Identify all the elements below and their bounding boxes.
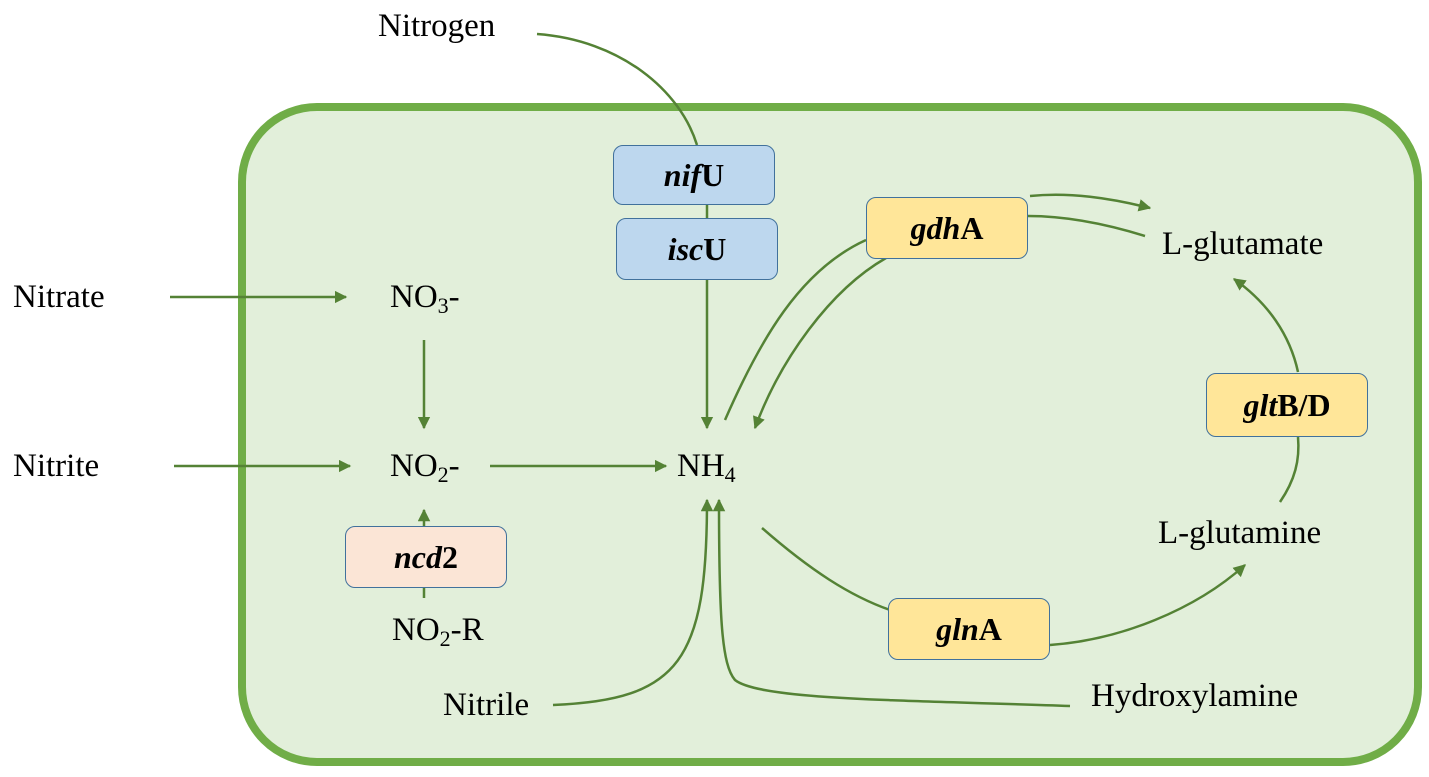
label-l-glutamine: L-glutamine <box>1158 515 1322 551</box>
label-nitrate: Nitrate <box>13 279 105 315</box>
gltbd-italic: glt <box>1243 386 1278 423</box>
nh4-base: NH <box>677 448 725 484</box>
no3-suffix: - <box>448 279 460 315</box>
arrow-nh4-to-gdha <box>723 238 867 421</box>
label-no2: NO2- <box>390 448 460 486</box>
arrow-nh4-to-glna <box>761 527 891 612</box>
nifu-plain: U <box>701 156 725 193</box>
no2r-suffix: -R <box>450 612 484 648</box>
arrow-gltbd-to-glutamate <box>1232 277 1300 373</box>
label-nitrite: Nitrite <box>13 448 100 484</box>
iscu-italic: isc <box>667 230 704 267</box>
no2r-subscript: 2 <box>439 626 451 651</box>
label-nitrogen: Nitrogen <box>378 8 496 44</box>
gdha-italic: gdh <box>910 209 961 246</box>
no2-base: NO <box>390 448 438 484</box>
cell-membrane <box>238 103 1422 766</box>
label-no3: NO3- <box>390 279 460 317</box>
arrow-gdha-to-glutamate <box>1029 193 1152 212</box>
no2r-base: NO <box>392 612 440 648</box>
arrow-nitrile-to-nh4 <box>552 498 714 707</box>
label-nh4: NH4 <box>677 448 736 486</box>
no2-subscript: 2 <box>437 462 449 487</box>
glna-plain: A <box>978 610 1002 647</box>
arrow-glutamate-to-gdha <box>1027 214 1146 238</box>
label-l-glutamate: L-glutamate <box>1162 226 1324 262</box>
arrow-nitrogen-to-nifu <box>536 32 699 146</box>
no2-suffix: - <box>448 448 460 484</box>
label-nitrile: Nitrile <box>443 687 530 723</box>
arrow-hydroxylamine-to-nh4 <box>712 498 1071 708</box>
iscu-plain: U <box>703 230 727 267</box>
no3-base: NO <box>390 279 438 315</box>
nifu-italic: nif <box>663 156 702 193</box>
glna-italic: gln <box>936 610 979 647</box>
ncd2-italic: ncd <box>394 538 442 575</box>
nh4-subscript: 4 <box>724 462 736 487</box>
gdha-plain: A <box>960 209 984 246</box>
label-no2r: NO2-R <box>392 612 484 650</box>
label-hydroxylamine: Hydroxylamine <box>1091 678 1299 714</box>
no3-subscript: 3 <box>437 293 449 318</box>
arrow-glna-to-glutamine <box>1049 564 1246 647</box>
arrow-gdha-to-nh4 <box>753 256 887 430</box>
ncd2-plain: 2 <box>442 538 458 575</box>
arrow-glutamine-to-gltbd <box>1278 436 1300 503</box>
gltbd-plain: B/D <box>1277 386 1331 423</box>
